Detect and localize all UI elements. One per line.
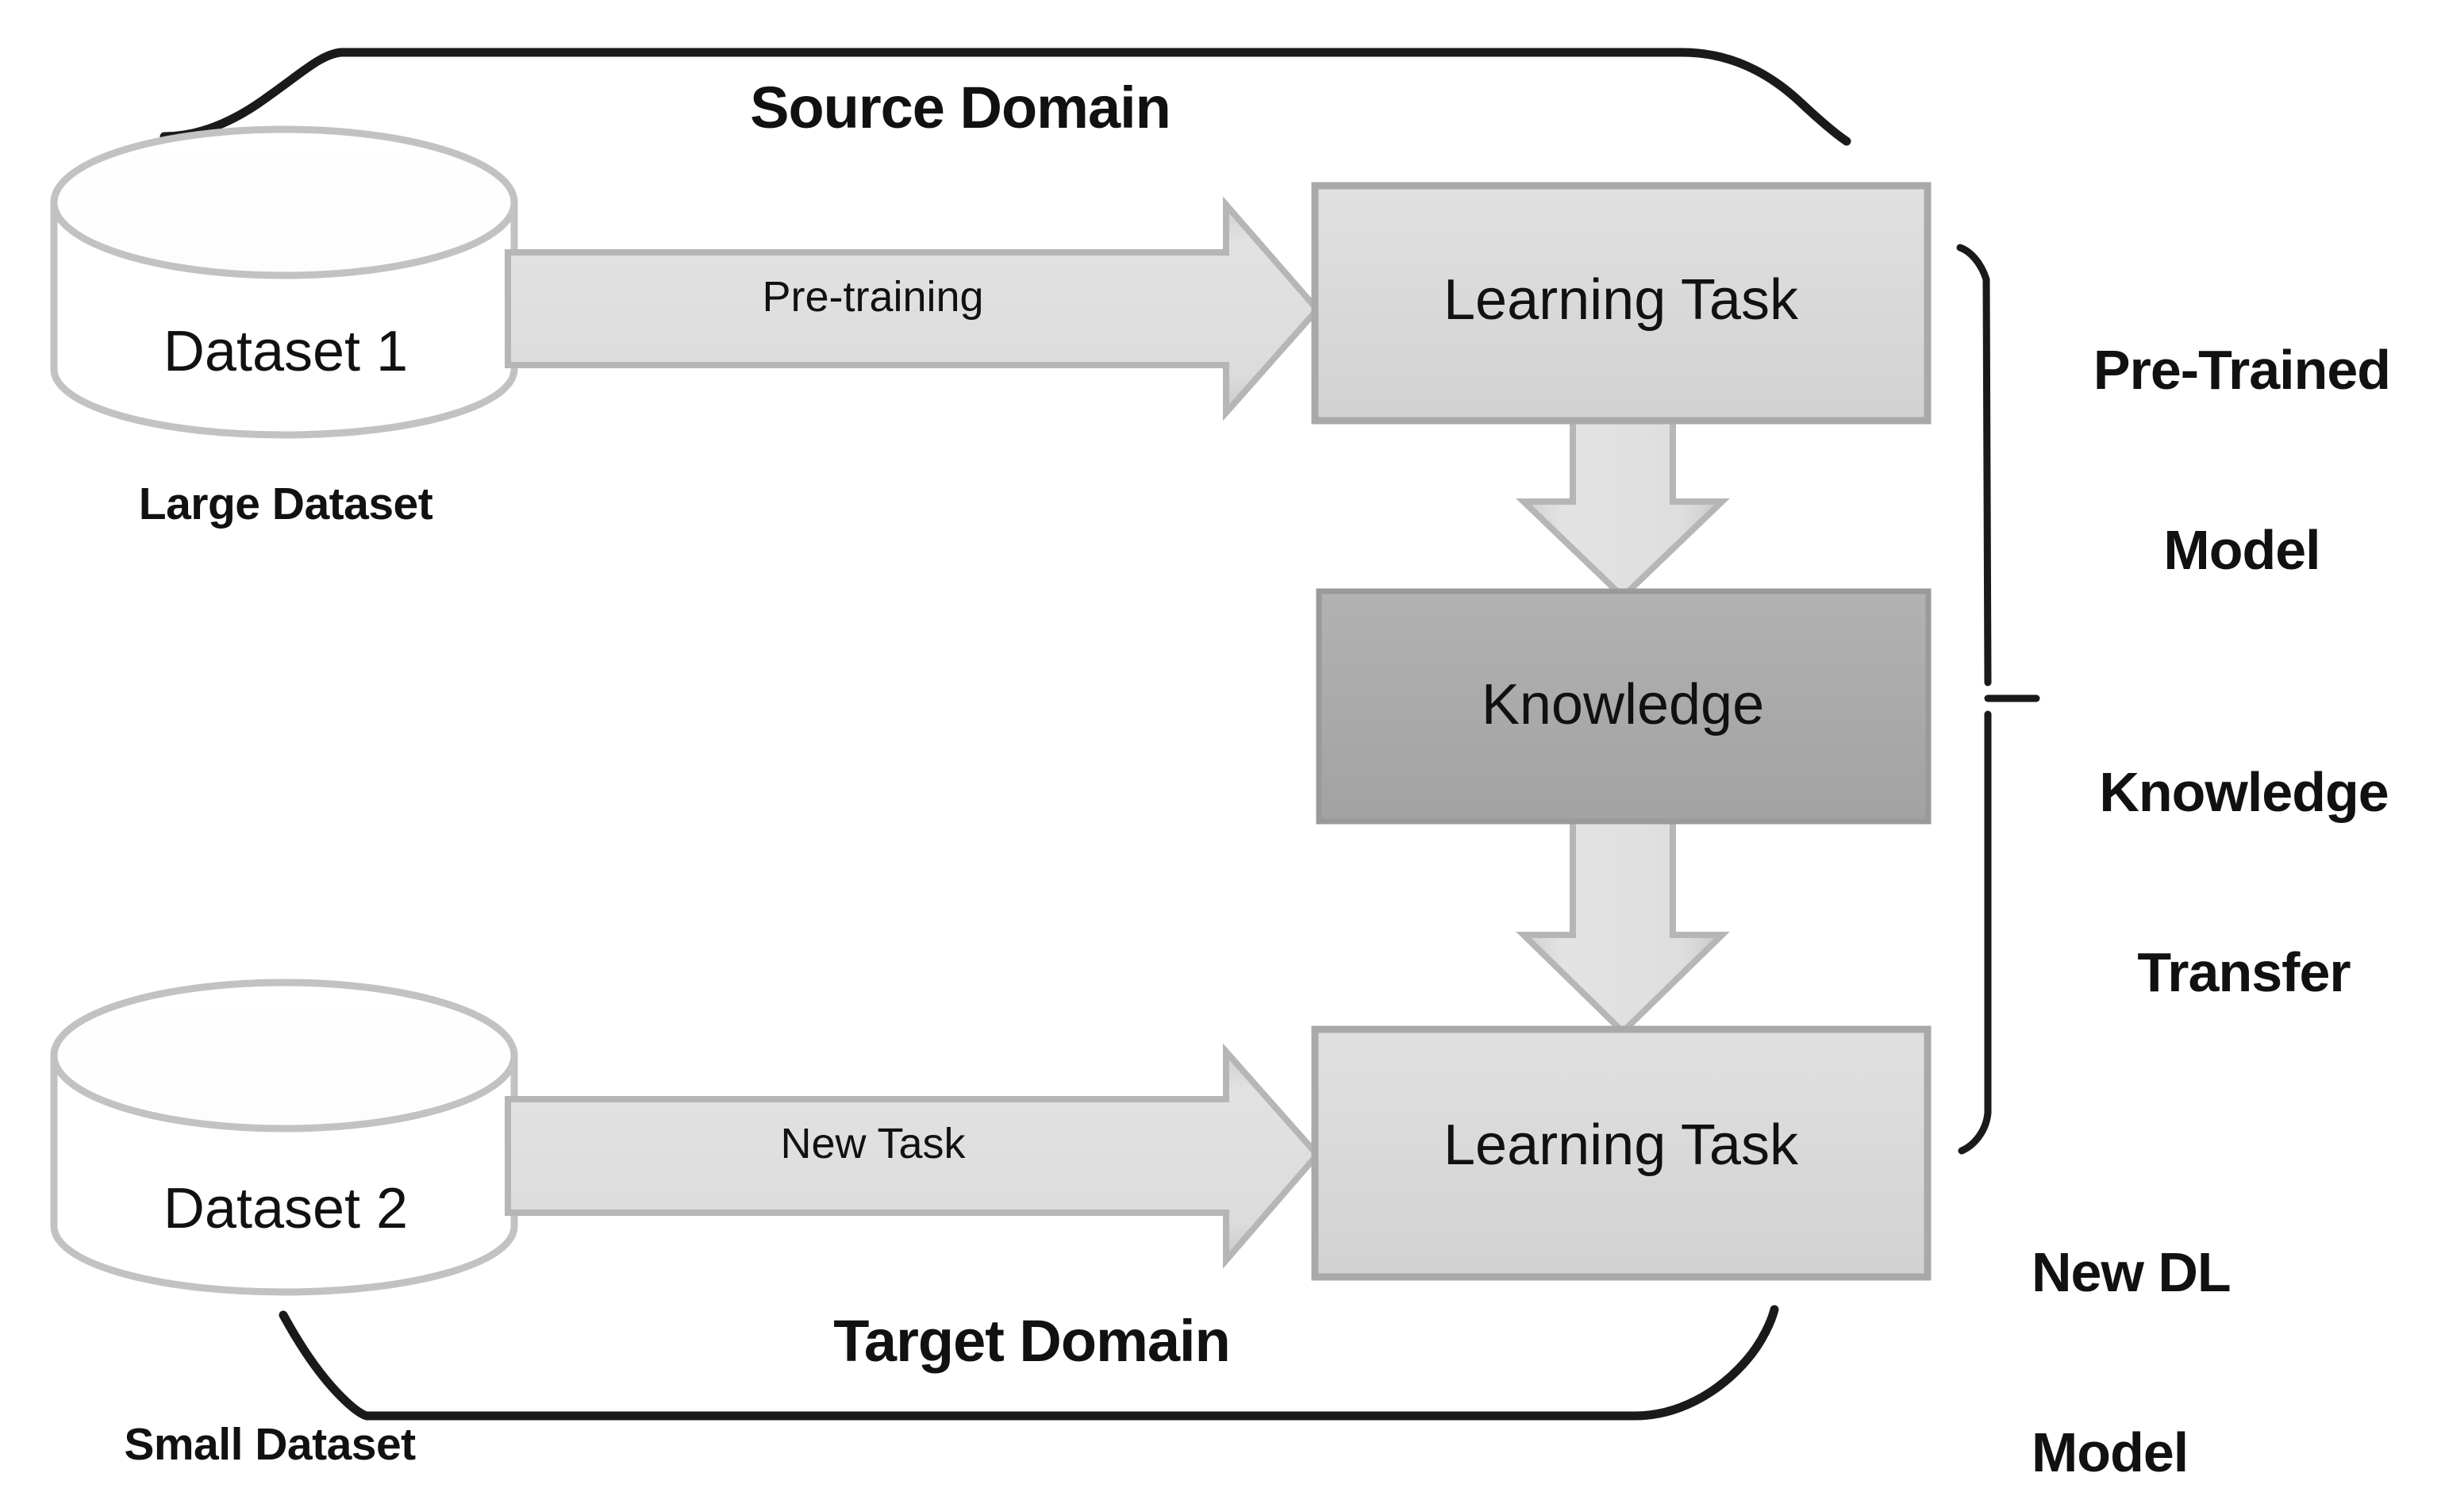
knowledge-transfer-label: Knowledge Transfer [2024, 643, 2464, 1123]
large-dataset-caption: Large Dataset [138, 479, 433, 529]
newtask-arrow [505, 1043, 1322, 1269]
learning-task-target-box [1311, 1025, 1932, 1281]
target-domain-bracket [279, 1305, 1779, 1421]
new-dl-model-line1: New DL [2032, 1241, 2231, 1304]
pretraining-arrow [505, 196, 1322, 421]
dataset1-cylinder [50, 125, 518, 439]
target-domain-label: Target Domain [833, 1308, 1231, 1374]
knowledge-box-label: Knowledge [1481, 673, 1765, 736]
pretraining-arrow-label: Pre-training [762, 273, 984, 321]
pre-trained-model-label: Pre-Trained Model [2028, 221, 2456, 701]
learning-task-source-label: Learning Task [1443, 268, 1798, 332]
small-dataset-caption: Small Dataset [124, 1419, 416, 1470]
learning-task-target-label: Learning Task [1443, 1113, 1798, 1177]
pre-trained-model-line1: Pre-Trained [2093, 339, 2391, 402]
new-dl-model-label: New DL Model [2032, 1123, 2373, 1496]
dataset2-label: Dataset 2 [163, 1177, 409, 1240]
right-brace [1956, 244, 2040, 1155]
newtask-arrow-label: New Task [780, 1120, 966, 1167]
new-dl-model-line2: Model [2032, 1421, 2189, 1483]
task-to-knowledge-arrow [1516, 413, 1730, 602]
source-domain-label: Source Domain [750, 75, 1171, 140]
dataset1-label: Dataset 1 [163, 320, 409, 383]
learning-task-source-box [1311, 182, 1932, 425]
pre-trained-model-line2: Model [2163, 518, 2320, 581]
knowledge-box [1316, 588, 1932, 825]
knowledge-to-task-arrow [1516, 814, 1730, 1036]
knowledge-transfer-line1: Knowledge [2099, 761, 2389, 824]
dataset2-cylinder [50, 979, 518, 1296]
source-domain-bracket [160, 48, 1851, 146]
knowledge-transfer-line2: Transfer [2137, 940, 2351, 1003]
